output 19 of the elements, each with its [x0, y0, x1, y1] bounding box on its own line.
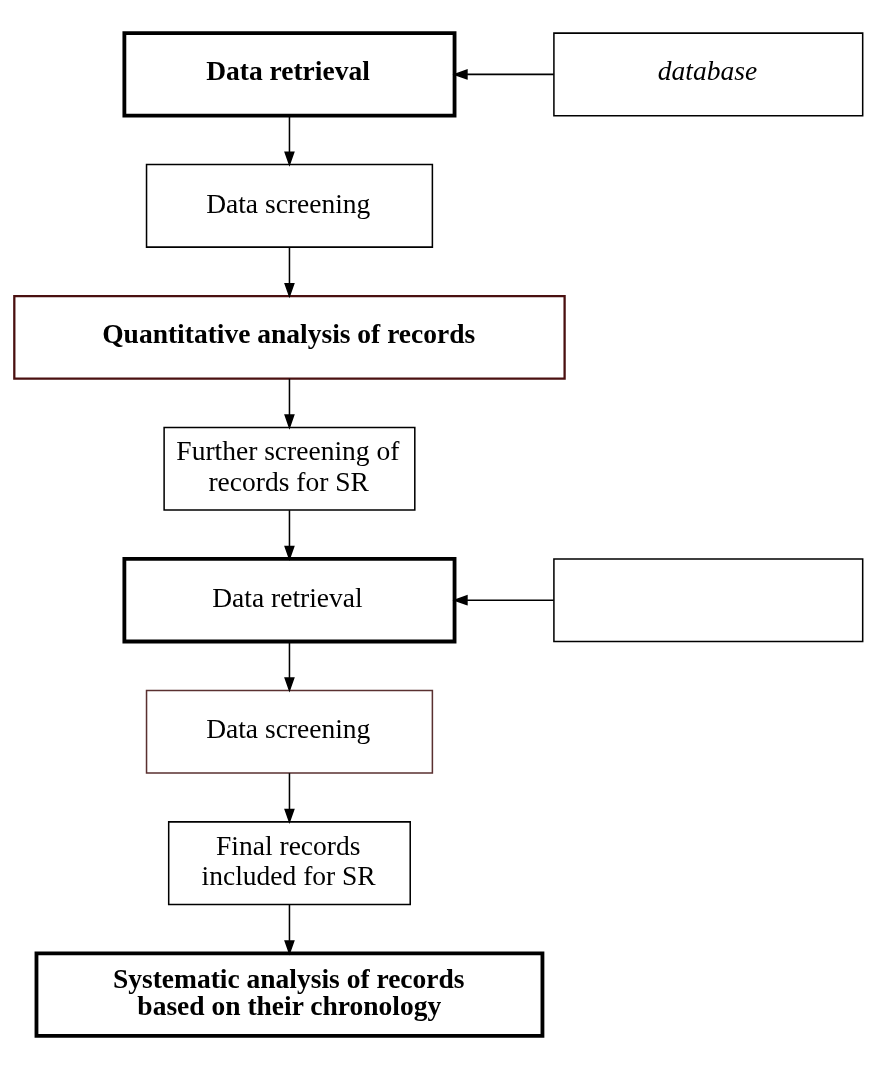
- node-box: Data retrieval: [122, 557, 457, 644]
- arrow: [284, 378, 295, 430]
- arrow: [284, 772, 295, 825]
- node-box: Systematic analysis of records based on their chronology: [34, 951, 545, 1038]
- node-box: Data screening: [145, 163, 434, 248]
- node-box: Data screening: [145, 689, 434, 774]
- arrow: [284, 509, 295, 562]
- arrow: [284, 246, 295, 299]
- node-box: Further screening of records for SR: [163, 426, 416, 511]
- node-box: Quantitative analysis of records: [13, 294, 566, 380]
- arrow: [452, 594, 555, 606]
- arrow: [284, 115, 295, 167]
- node-box: database: [553, 32, 864, 117]
- arrow: [452, 69, 555, 80]
- node-box: Data retrieval: [122, 31, 457, 118]
- arrow: [284, 640, 295, 693]
- arrow: [284, 903, 295, 956]
- node-box: [553, 558, 864, 643]
- node-box: Final records included for SR: [167, 821, 411, 906]
